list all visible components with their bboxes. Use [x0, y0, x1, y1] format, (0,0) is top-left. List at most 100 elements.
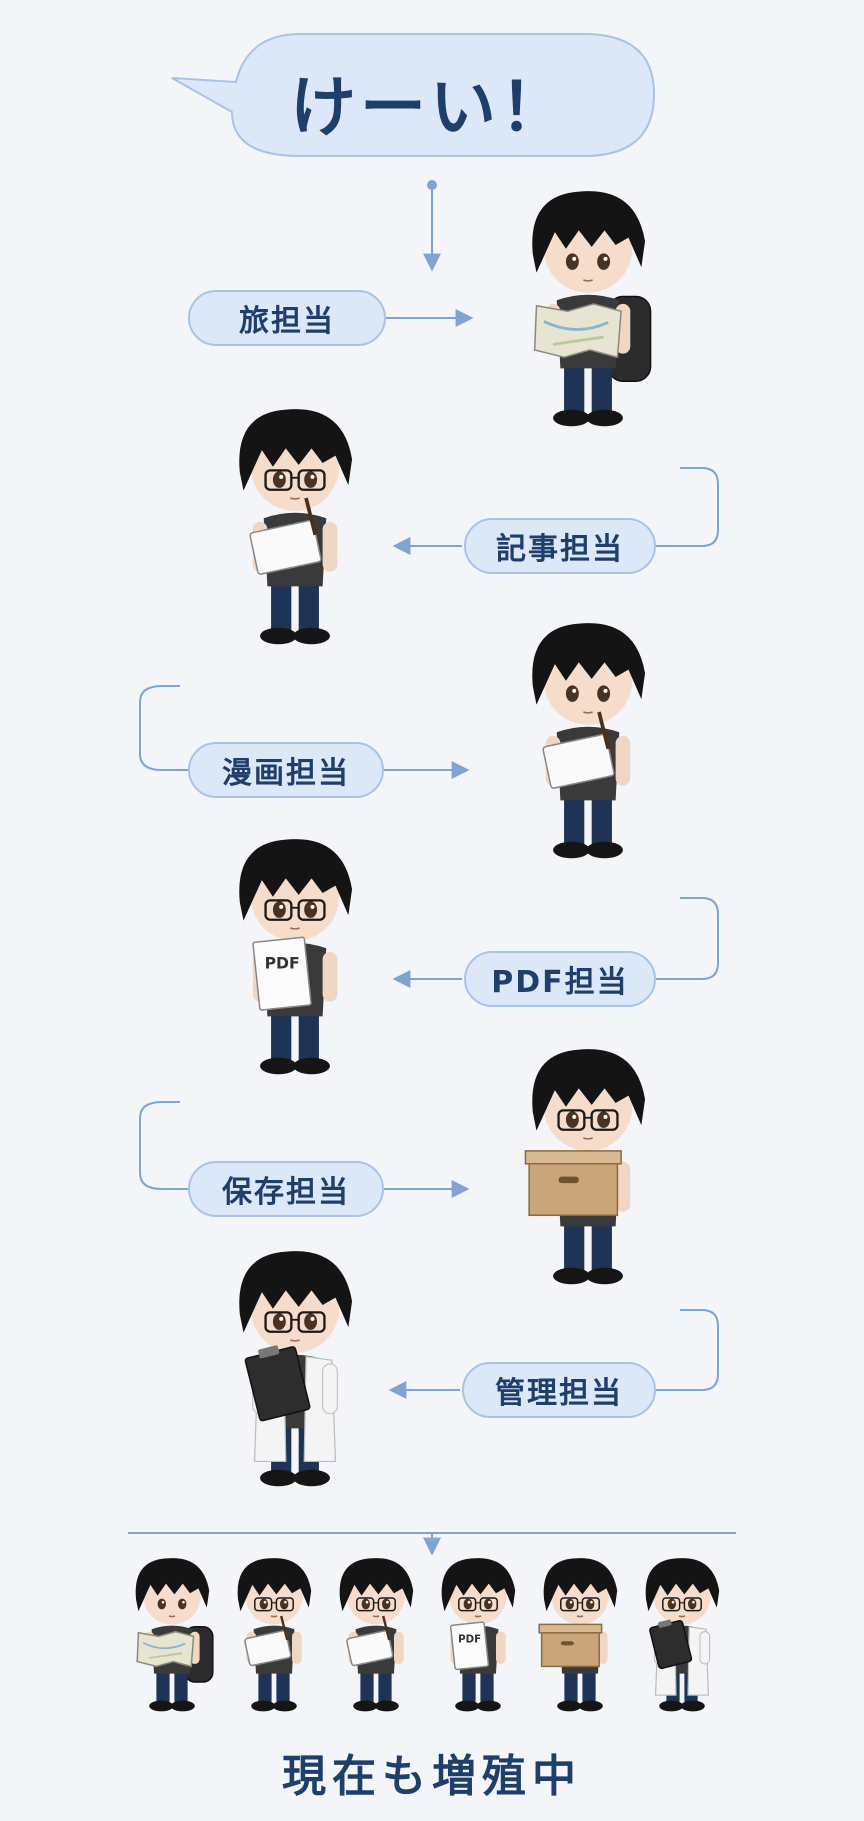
right-arm: [292, 1631, 302, 1664]
hair: [532, 1049, 646, 1131]
right-eye: [304, 1313, 318, 1330]
right-shoe: [293, 1469, 330, 1487]
character-lineup: PDF: [135, 1558, 720, 1712]
right-eye: [382, 1598, 391, 1610]
right-arm: [699, 1631, 711, 1665]
right-leg: [298, 1010, 319, 1065]
right-shoe: [586, 409, 623, 427]
left-shoe: [260, 627, 297, 645]
hair: [239, 409, 353, 491]
right-shoe: [293, 1057, 330, 1075]
left-leg: [258, 1670, 272, 1705]
box-prop: [538, 1623, 603, 1668]
left-leg: [564, 1670, 578, 1705]
chibi-character: [239, 1251, 353, 1487]
pdf-prop: PDF: [449, 1621, 490, 1671]
right-eye: [304, 471, 318, 488]
bracket-pdf-storage: [139, 1101, 188, 1190]
role-label-article: 記事担当: [464, 518, 656, 574]
chibi-character: [237, 1558, 312, 1712]
right-shoe: [586, 841, 623, 859]
bracket-article-manga: [139, 685, 188, 771]
mouth: [290, 1339, 300, 1342]
pdf-prop-text: PDF: [458, 1634, 481, 1645]
left-shoe: [553, 841, 590, 859]
speech-bubble: [171, 33, 656, 157]
mouth: [290, 497, 300, 500]
pdf-prop: PDF: [252, 936, 312, 1011]
left-eye: [565, 685, 579, 702]
chibi-character: [339, 1558, 414, 1712]
chibi-character: [532, 623, 646, 859]
left-shoe: [260, 1469, 297, 1487]
left-shoe: [251, 1700, 276, 1712]
left-shoe: [353, 1700, 378, 1712]
hair: [339, 1558, 414, 1612]
notepad-prop: [244, 1615, 292, 1667]
right-leg: [378, 1670, 392, 1705]
right-eye: [178, 1598, 187, 1610]
right-leg: [174, 1670, 188, 1705]
right-eye: [304, 901, 318, 918]
mouth: [168, 1615, 176, 1618]
left-eye: [361, 1598, 370, 1610]
role-characters: PDF: [239, 191, 652, 1487]
left-eye: [565, 1598, 574, 1610]
glasses: [254, 1597, 294, 1612]
left-eye: [667, 1598, 676, 1610]
glasses: [264, 1311, 326, 1333]
notepad-prop: [542, 711, 615, 789]
chibi-character: [532, 191, 652, 427]
hair: [532, 623, 646, 705]
right-leg: [480, 1670, 494, 1705]
right-eye: [597, 1111, 611, 1128]
right-eye: [597, 685, 611, 702]
hair: [543, 1558, 618, 1612]
right-eye: [484, 1598, 493, 1610]
mouth: [290, 927, 300, 930]
chibi-character: PDF: [441, 1558, 516, 1712]
right-leg: [298, 580, 319, 635]
footer-text: 現在も増殖中: [282, 1751, 582, 1802]
right-arm: [496, 1631, 506, 1664]
left-eye: [259, 1598, 268, 1610]
glasses: [356, 1597, 396, 1612]
right-leg: [582, 1670, 596, 1705]
left-leg: [271, 1010, 292, 1065]
right-leg: [591, 1220, 612, 1275]
chibi-character: [645, 1558, 720, 1712]
right-leg: [591, 794, 612, 849]
glasses: [557, 1109, 619, 1131]
right-shoe: [374, 1700, 399, 1712]
left-shoe: [659, 1700, 684, 1712]
box-prop: [524, 1150, 622, 1217]
right-arm: [322, 521, 338, 572]
role-label-storage: 保存担当: [188, 1161, 384, 1217]
hair: [645, 1558, 720, 1612]
mouth: [576, 1615, 584, 1618]
mouth: [678, 1615, 686, 1618]
clipboard-prop: [244, 1345, 311, 1422]
right-arm: [598, 1631, 608, 1664]
left-leg: [564, 794, 585, 849]
mouth: [583, 1137, 593, 1140]
hair: [135, 1558, 210, 1612]
left-eye: [565, 1111, 579, 1128]
right-leg: [591, 362, 612, 417]
hair: [239, 1251, 353, 1333]
divider: [128, 1532, 736, 1556]
hair: [237, 1558, 312, 1612]
left-eye: [272, 901, 286, 918]
chibi-character: PDF: [239, 839, 353, 1075]
glasses: [662, 1597, 702, 1612]
left-leg: [564, 1220, 585, 1275]
right-arm: [322, 951, 338, 1002]
chibi-character: [239, 409, 353, 645]
role-label-pdf: PDF担当: [464, 951, 656, 1007]
chibi-character: [538, 1558, 618, 1712]
left-eye: [463, 1598, 472, 1610]
right-shoe: [680, 1700, 705, 1712]
right-shoe: [272, 1700, 297, 1712]
